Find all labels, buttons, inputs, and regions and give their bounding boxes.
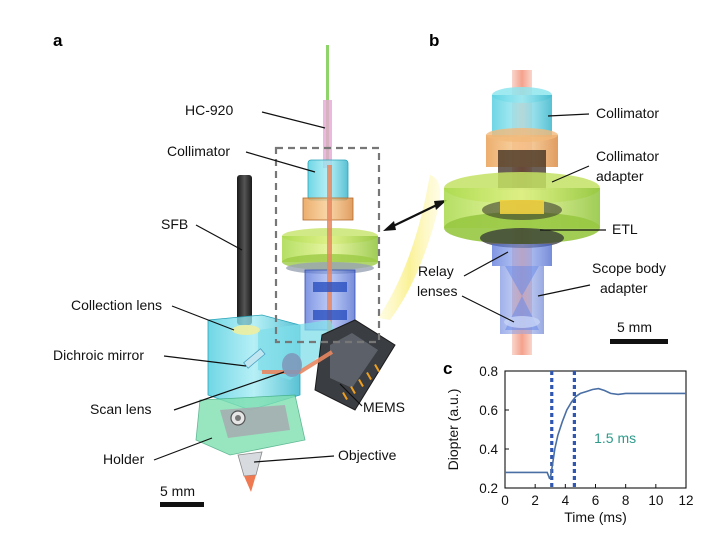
label-b-collimator-adapter-1: Collimator <box>596 148 659 164</box>
collection-lens <box>232 325 260 335</box>
panel-letter-a: a <box>53 31 63 50</box>
panel-letter-b: b <box>429 31 439 50</box>
label-sfb: SFB <box>161 216 188 232</box>
label-dichroic-mirror: Dichroic mirror <box>53 347 144 363</box>
y-axis-label: Diopter (a.u.) <box>445 389 461 471</box>
fiber-sleeve <box>323 100 332 168</box>
scan-lens <box>282 353 302 377</box>
y-tick-label: 0.8 <box>479 364 498 379</box>
objective-body <box>237 451 263 477</box>
relay-lens-1 <box>313 282 347 292</box>
y-tick-label: 0.6 <box>479 403 498 418</box>
panel-a-device <box>195 45 447 492</box>
panel-b-labels: Collimator Collimator adapter ETL Relay … <box>417 105 666 299</box>
label-b-scope-1: Scope body <box>592 260 666 276</box>
y-tick-label: 0.2 <box>479 481 498 496</box>
b-scope-adapter-top <box>492 244 552 266</box>
label-holder: Holder <box>103 451 145 467</box>
scale-bar-b: 5 mm <box>610 319 668 344</box>
x-tick-label: 12 <box>678 493 693 508</box>
x-tick-label: 4 <box>562 493 570 508</box>
cyan-housing-2 <box>258 320 340 380</box>
label-hc920: HC-920 <box>185 102 233 118</box>
panel-a-labels: HC-920 Collimator SFB Collection lens Di… <box>53 102 405 467</box>
x-tick-label: 2 <box>531 493 539 508</box>
scale-bar-b-label: 5 mm <box>617 319 652 335</box>
label-b-relay-2: lenses <box>417 283 457 299</box>
label-b-relay-1: Relay <box>418 263 454 279</box>
panel-a-leaders <box>153 111 363 463</box>
x-tick-label: 8 <box>622 493 630 508</box>
label-mems: MEMS <box>363 399 405 415</box>
label-b-etl: ETL <box>612 221 638 237</box>
label-b-collimator: Collimator <box>596 105 659 121</box>
scale-bar-a: 5 mm <box>160 483 204 507</box>
link-arrow <box>386 201 444 230</box>
x-axis-label: Time (ms) <box>564 509 626 525</box>
x-tick-label: 0 <box>501 493 509 508</box>
annotation-1-5ms: 1.5 ms <box>594 430 636 446</box>
objective-tip <box>244 475 256 492</box>
label-b-scope-2: adapter <box>600 280 648 296</box>
label-objective: Objective <box>338 447 397 463</box>
mems-pins <box>342 364 380 400</box>
sfb-rod <box>237 175 252 325</box>
panel-b-leaders <box>461 113 606 323</box>
series-line <box>505 387 686 480</box>
panel-b-device <box>444 70 600 355</box>
mems-face <box>330 333 378 388</box>
b-relay-lens <box>504 316 540 328</box>
x-tick-label: 10 <box>648 493 663 508</box>
beam-vertical <box>327 165 332 355</box>
label-collection-lens: Collection lens <box>71 297 162 313</box>
label-b-collimator-adapter-2: adapter <box>596 168 644 184</box>
panel-letter-c: c <box>443 359 452 378</box>
x-tick-label: 6 <box>592 493 600 508</box>
zoom-box <box>274 146 381 344</box>
scale-bar-a-label: 5 mm <box>160 483 195 499</box>
label-collimator-a: Collimator <box>167 143 230 159</box>
relay-lens-2 <box>313 310 347 320</box>
y-tick-label: 0.4 <box>479 442 498 457</box>
label-scan-lens: Scan lens <box>90 401 151 417</box>
